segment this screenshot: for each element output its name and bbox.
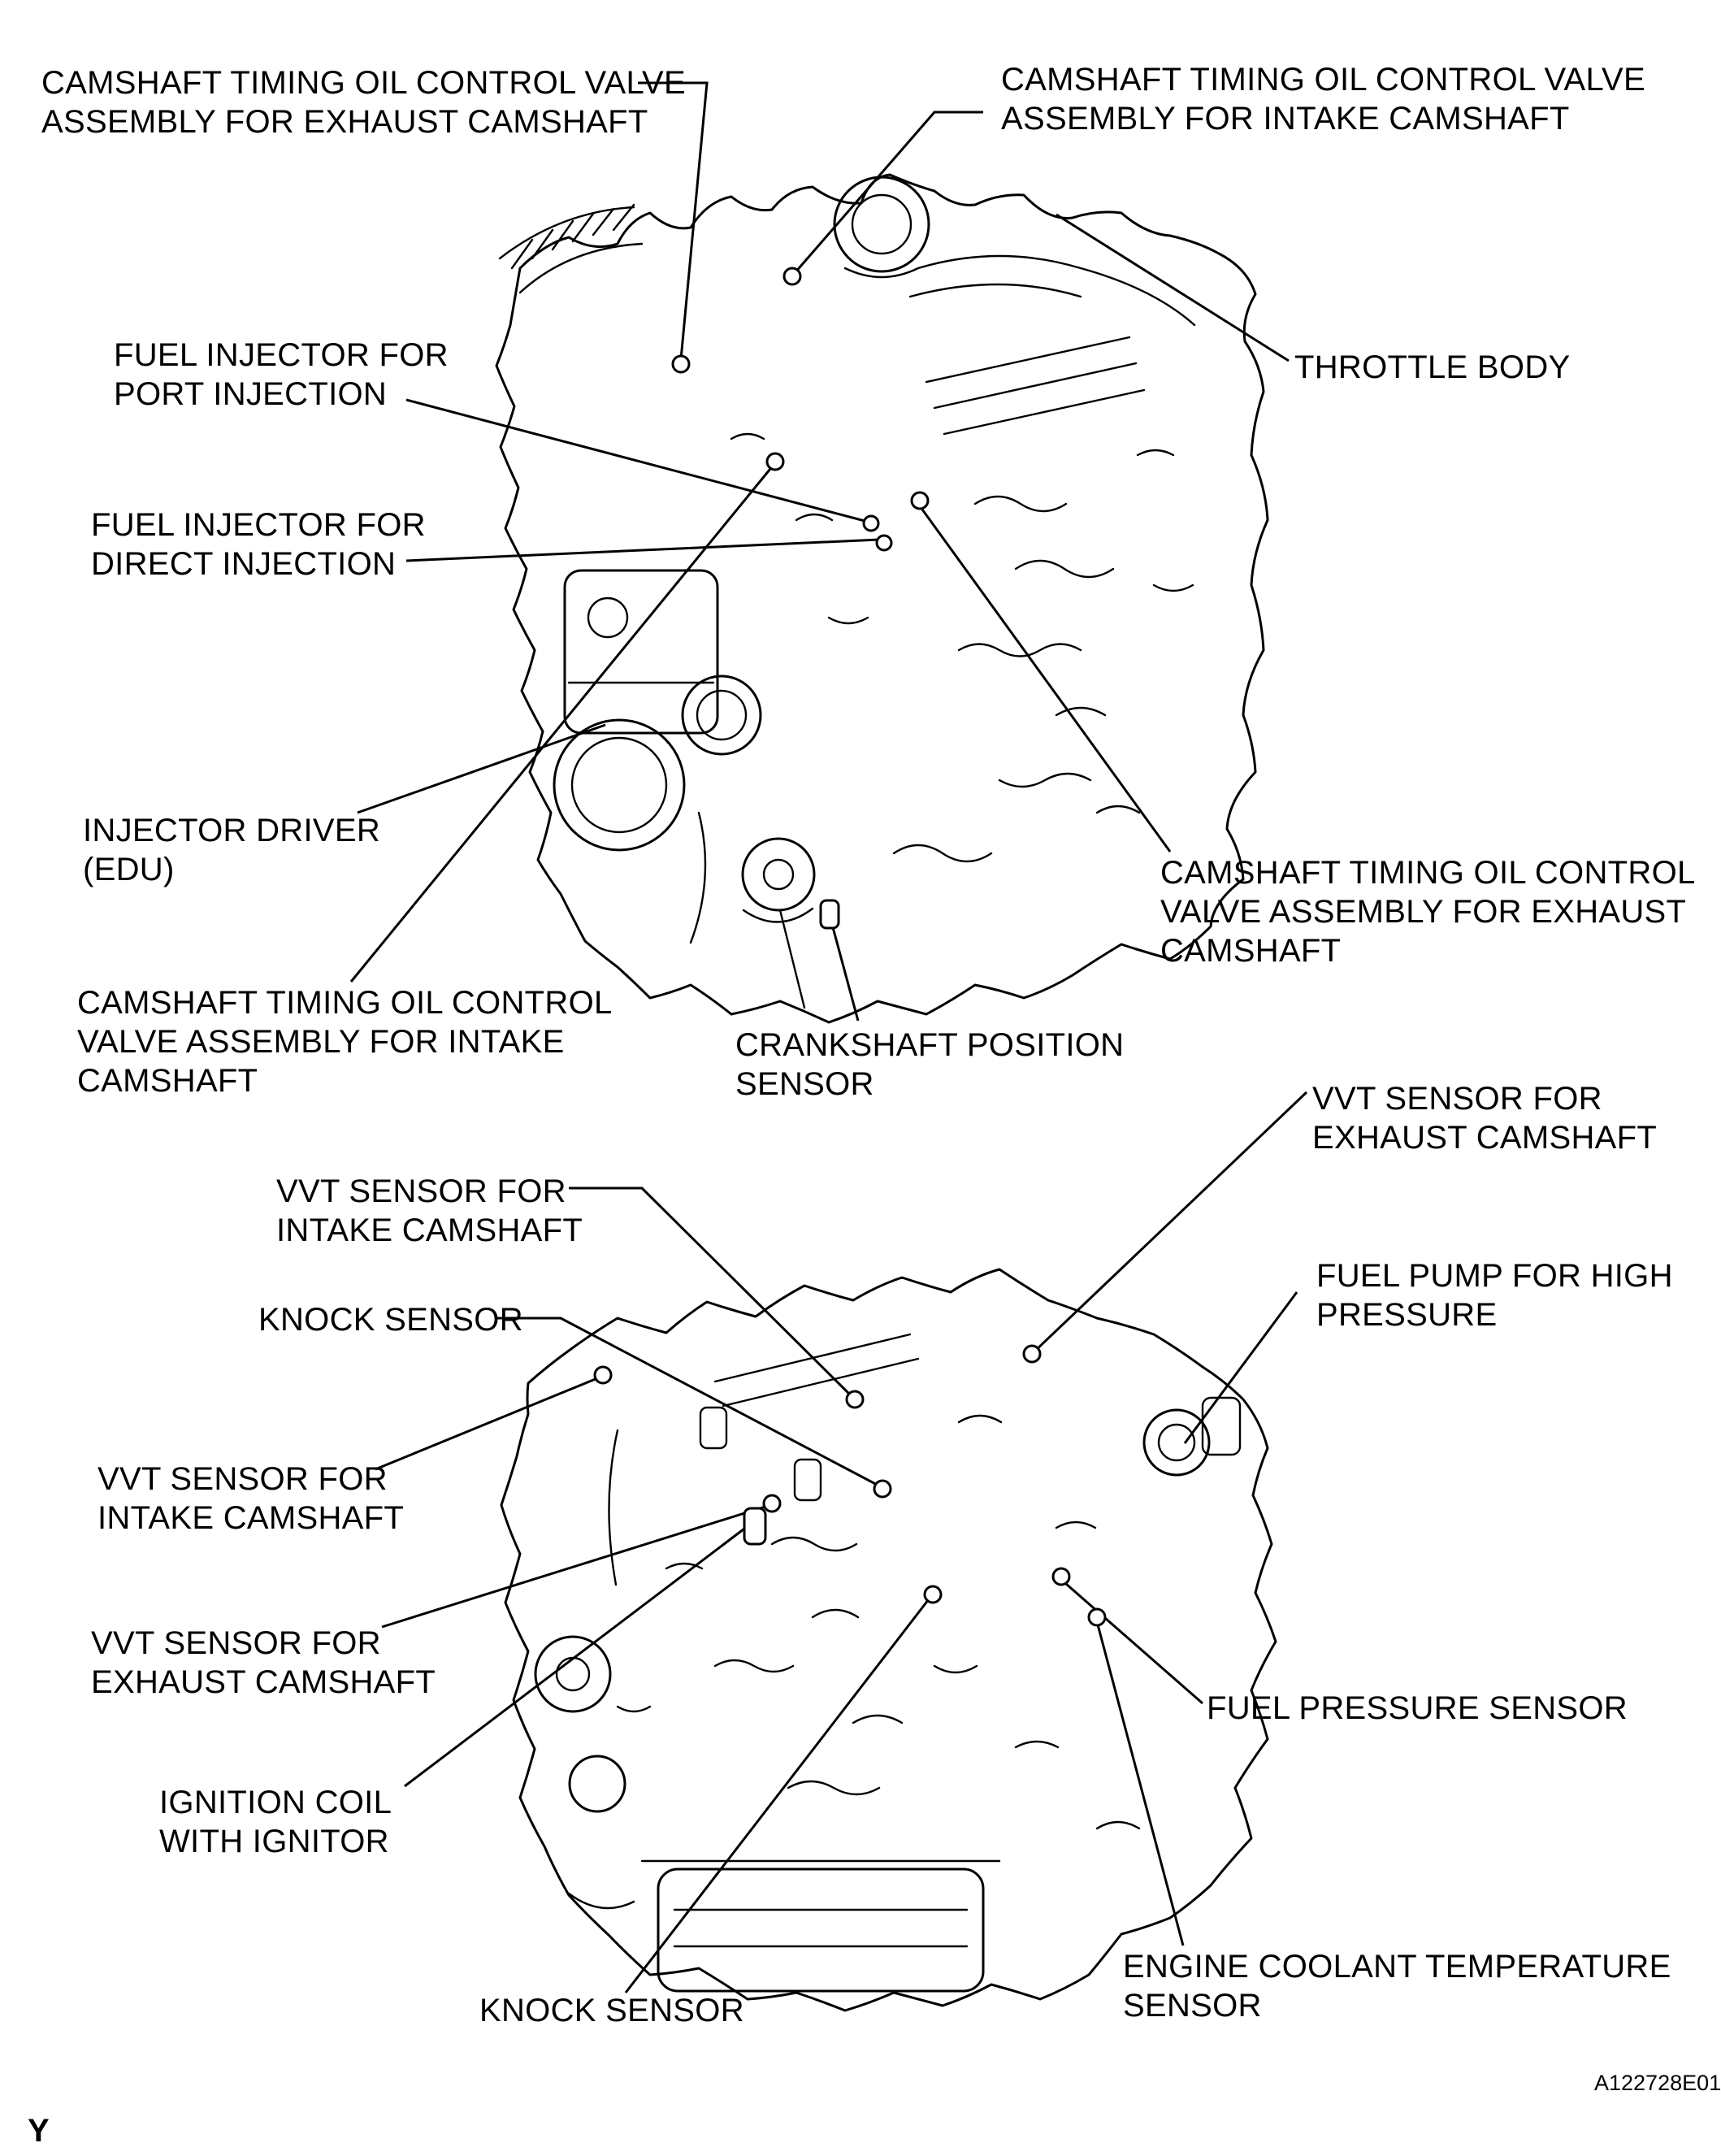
label-ocv-intake-lower: CAMSHAFT TIMING OIL CONTROL VALVE ASSEMB… xyxy=(77,985,613,1099)
ocv-intake-mid-marker xyxy=(765,452,785,471)
crankshaft-sensor-marker xyxy=(819,899,840,930)
label-knock-upper: KNOCK SENSOR xyxy=(258,1302,523,1338)
label-crankshaft-sensor: CRANKSHAFT POSITION SENSOR xyxy=(735,1027,1125,1102)
label-ignition-coil: IGNITION COIL WITH IGNITOR xyxy=(159,1785,392,1859)
leader-fuel-injector-direct xyxy=(405,538,880,562)
label-fuel-pressure-sensor: FUEL PRESSURE SENSOR xyxy=(1207,1690,1628,1726)
knock-upper-marker xyxy=(873,1479,892,1499)
leader-fuel-pump xyxy=(1183,1291,1298,1444)
label-ocv-intake-upper: CAMSHAFT TIMING OIL CONTROL VALVE ASSEMB… xyxy=(1001,62,1645,137)
ocv-intake-upper-marker xyxy=(782,267,802,286)
leader-ocv-exhaust-right xyxy=(917,503,1172,852)
edu-box-drawing xyxy=(563,569,719,735)
ects-marker xyxy=(1087,1607,1107,1627)
oil-pan xyxy=(640,1859,1001,1993)
engine-bottom-outline xyxy=(500,1268,1277,2012)
leader-fuel-injector-port xyxy=(405,398,869,523)
leader-fuel-pressure-sensor xyxy=(1059,1577,1203,1705)
leader-injector-driver xyxy=(357,723,606,814)
leader-vvt-intake-upper xyxy=(569,1186,855,1399)
leader-vvt-exhaust-right xyxy=(1032,1091,1308,1354)
label-fuel-injector-direct: FUEL INJECTOR FOR DIRECT INJECTION xyxy=(91,507,426,582)
label-injector-driver: INJECTOR DRIVER (EDU) xyxy=(83,813,381,887)
label-ects: ENGINE COOLANT TEMPERATURE SENSOR xyxy=(1123,1949,1671,2024)
leader-ects xyxy=(1094,1615,1185,1946)
intake-duct xyxy=(498,203,644,294)
vvt-intake-upper-marker xyxy=(845,1390,865,1409)
coil-bumps xyxy=(699,1406,822,1502)
ocv-exhaust-upper-marker xyxy=(671,354,691,374)
intake-manifold xyxy=(908,254,1196,327)
label-fuel-pump: FUEL PUMP FOR HIGH PRESSURE xyxy=(1316,1258,1673,1333)
ocv-exhaust-mid-marker xyxy=(910,491,930,510)
label-vvt-intake-left: VVT SENSOR FOR INTAKE CAMSHAFT xyxy=(98,1461,405,1536)
throttle-body-drawing xyxy=(833,176,930,279)
leader-ocv-intake-upper xyxy=(793,111,983,274)
vvt-exhaust-right-marker xyxy=(1022,1344,1042,1364)
fuel-pump-drawing xyxy=(1142,1396,1242,1477)
leader-knock-upper xyxy=(496,1317,882,1489)
engine-bottom-illustration xyxy=(500,1268,1277,2012)
casting-details-top xyxy=(689,432,1194,1009)
vvt-intake-left-marker xyxy=(593,1365,613,1385)
sensor-markers xyxy=(593,267,1107,1627)
leader-vvt-intake-left xyxy=(375,1375,602,1471)
leader-crankshaft-sensor xyxy=(829,917,860,1022)
figure-code: A122728E01 xyxy=(1594,2071,1721,2095)
label-knock-lower: KNOCK SENSOR xyxy=(479,1993,744,2028)
label-vvt-exhaust-left: VVT SENSOR FOR EXHAUST CAMSHAFT xyxy=(91,1625,436,1700)
engine-top-outline xyxy=(495,173,1269,1024)
page-marker: Y xyxy=(28,2113,50,2149)
vvt-exhaust-left-marker xyxy=(762,1494,782,1513)
leader-ocv-exhaust-upper xyxy=(638,81,709,360)
valve-cover-ridges xyxy=(925,336,1146,436)
leader-ignition-coil xyxy=(404,1520,755,1788)
leader-knock-lower xyxy=(624,1595,933,1993)
dipstick-tube xyxy=(608,1429,619,1586)
fuel-pressure-sensor-marker xyxy=(1051,1567,1071,1586)
engine-top-illustration xyxy=(495,173,1269,1024)
knock-lower-marker xyxy=(923,1585,943,1604)
label-vvt-intake-upper: VVT SENSOR FOR INTAKE CAMSHAFT xyxy=(276,1173,583,1248)
leader-vvt-exhaust-left xyxy=(381,1503,771,1629)
casting-details-bottom xyxy=(567,1414,1141,1910)
leader-ocv-intake-lower xyxy=(349,464,775,983)
label-throttle-body: THROTTLE BODY xyxy=(1294,349,1571,385)
label-ocv-exhaust-upper: CAMSHAFT TIMING OIL CONTROL VALVE ASSEMB… xyxy=(41,65,686,140)
bores-and-pulleys xyxy=(553,675,816,923)
label-fuel-injector-port: FUEL INJECTOR FOR PORT INJECTION xyxy=(114,337,449,412)
label-ocv-exhaust-right: CAMSHAFT TIMING OIL CONTROL VALVE ASSEMB… xyxy=(1160,855,1696,969)
ignition-coil-marker xyxy=(743,1507,767,1546)
leader-throttle-body xyxy=(1056,213,1290,362)
direct-injector-marker xyxy=(875,534,893,552)
leader-lines xyxy=(349,81,1308,1993)
label-vvt-exhaust-right: VVT SENSOR FOR EXHAUST CAMSHAFT xyxy=(1312,1081,1658,1156)
port-injector-marker xyxy=(862,514,880,532)
